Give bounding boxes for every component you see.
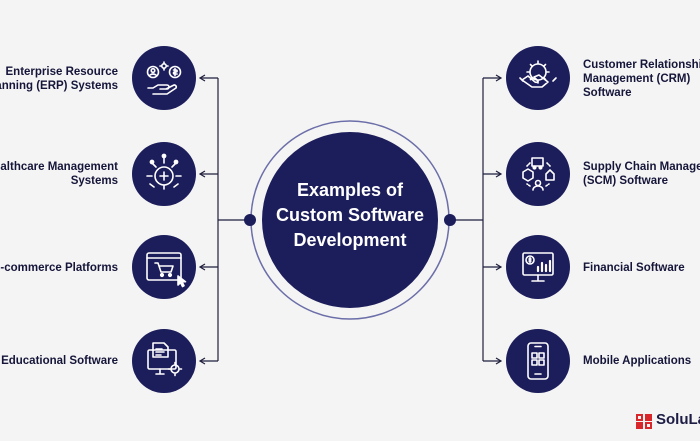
education-computer-icon [132, 329, 196, 393]
financial-label: Financial Software [583, 262, 685, 274]
left-hub-dot [244, 214, 256, 226]
center-circle [262, 132, 438, 308]
brand-logo-icon [636, 414, 652, 429]
ecommerce-label: E-commerce Platforms [0, 262, 118, 274]
right-hub-dot [444, 214, 456, 226]
ecommerce-cart-icon [132, 235, 196, 299]
brand-name: SoluLab [656, 411, 700, 428]
erp-icon [132, 46, 196, 110]
financial-chart-icon [506, 235, 570, 299]
educational-label: Educational Software [1, 355, 118, 367]
erp-label: Enterprise Resource Planning (ERP) Syste… [0, 66, 118, 92]
center-title-line-3: Development [293, 230, 407, 250]
mobile-apps-icon [506, 329, 570, 393]
center-title: Examples of Custom Software Development [262, 178, 438, 253]
healthcare-label: Healthcare Management Systems [0, 161, 118, 187]
center-title-line-2: Custom Software [275, 205, 425, 225]
crm-handshake-icon [506, 46, 570, 110]
center-title-line-1: Examples of [296, 180, 404, 200]
left-branch-arrows [198, 74, 218, 365]
crm-label: Customer Relationship Management (CRM) S… [583, 59, 700, 99]
right-branch-arrows [483, 74, 503, 365]
supply-chain-icon [506, 142, 570, 206]
mobile-label: Mobile Applications [583, 355, 692, 367]
scm-label: Supply Chain Management (SCM) Software [583, 161, 700, 187]
healthcare-gear-icon [132, 142, 196, 206]
